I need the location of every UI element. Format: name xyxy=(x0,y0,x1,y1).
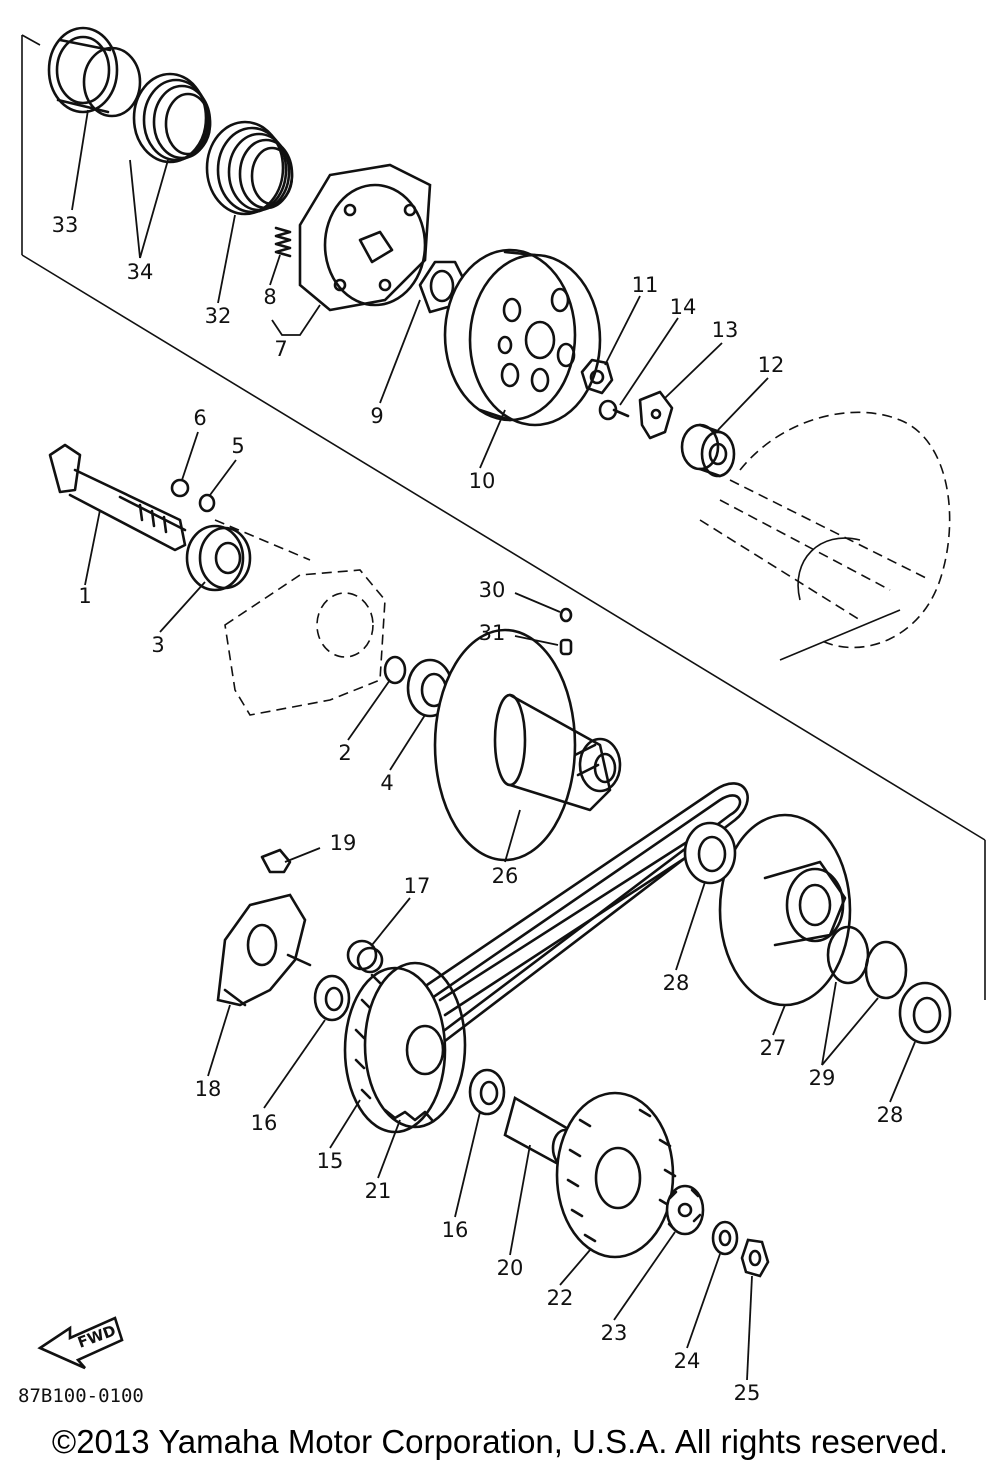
callout-17: 17 xyxy=(404,874,431,898)
callout-34: 34 xyxy=(127,260,154,284)
exploded-parts-diagram: FWD xyxy=(18,26,986,1407)
part-3-bearing xyxy=(185,524,252,592)
callout-6: 6 xyxy=(193,406,206,430)
part-8-small-spring xyxy=(274,226,292,258)
part-30-small-ball xyxy=(559,607,573,623)
part-12-collar xyxy=(680,423,736,478)
part-13-plate xyxy=(638,390,674,440)
callout-5: 5 xyxy=(231,434,244,458)
callout-numbers: 1234567891011121314151616171819202122232… xyxy=(52,213,904,1405)
part-17-weight-roller xyxy=(346,939,384,974)
callout-20: 20 xyxy=(497,1256,524,1280)
callout-2: 2 xyxy=(338,741,351,765)
part-32-spring xyxy=(205,120,294,216)
callout-29: 29 xyxy=(809,1066,836,1090)
part-28-oil-seal-lower xyxy=(898,981,952,1045)
callout-13: 13 xyxy=(712,318,739,342)
part-34-springs xyxy=(132,72,212,164)
part-31-small-pin xyxy=(559,638,573,656)
part-25-nut xyxy=(740,1238,770,1278)
callout-23: 23 xyxy=(601,1321,628,1345)
callout-30: 30 xyxy=(479,578,506,602)
callout-28a: 28 xyxy=(663,971,690,995)
part-29-o-rings xyxy=(826,925,908,1000)
part-2-circlip xyxy=(383,655,407,685)
cover-outline xyxy=(214,519,386,716)
part-1-drive-shaft xyxy=(48,443,187,552)
callout-22: 22 xyxy=(547,1286,574,1310)
frame-lines xyxy=(21,34,986,1000)
callout-9: 9 xyxy=(370,404,383,428)
part-27-secondary-sheave xyxy=(718,813,852,1007)
callout-25: 25 xyxy=(734,1381,761,1405)
callout-32: 32 xyxy=(205,304,232,328)
callout-16a: 16 xyxy=(251,1111,278,1135)
part-24-washer xyxy=(711,1220,739,1256)
callout-11: 11 xyxy=(632,273,659,297)
part-10-clutch-housing xyxy=(443,248,602,427)
part-16-bushing-lower xyxy=(468,1068,506,1116)
callout-10: 10 xyxy=(469,469,496,493)
callout-8: 8 xyxy=(263,285,276,309)
fwd-arrow-icon: FWD xyxy=(37,1316,124,1370)
callout-18: 18 xyxy=(195,1077,222,1101)
callout-7: 7 xyxy=(274,337,287,361)
callout-21: 21 xyxy=(365,1179,392,1203)
diagram-code: 87B100-0100 xyxy=(18,1385,144,1407)
callout-3: 3 xyxy=(151,633,164,657)
callout-19: 19 xyxy=(330,831,357,855)
callout-14: 14 xyxy=(670,295,697,319)
part-7-clutch-carrier xyxy=(298,163,432,312)
callout-27: 27 xyxy=(760,1036,787,1060)
crankcase-outline xyxy=(699,411,951,661)
callout-33: 33 xyxy=(52,213,79,237)
part-11-nut xyxy=(580,358,614,395)
callout-31: 31 xyxy=(479,621,506,645)
callout-28b: 28 xyxy=(877,1103,904,1127)
part-28-oil-seal-upper xyxy=(683,821,737,885)
part-14-bolt xyxy=(598,399,630,421)
copyright-notice: ©2013 Yamaha Motor Corporation, U.S.A. A… xyxy=(51,1423,949,1460)
part-15-movable-sheave xyxy=(343,961,467,1134)
callout-12: 12 xyxy=(758,353,785,377)
part-33-sleeve xyxy=(47,26,142,118)
leader-lines xyxy=(71,109,916,1381)
part-6-bolt xyxy=(170,478,190,498)
callout-15: 15 xyxy=(317,1149,344,1173)
v-belt xyxy=(388,782,749,1062)
callout-1: 1 xyxy=(78,584,91,608)
callout-26: 26 xyxy=(492,864,519,888)
part-19-slider xyxy=(260,848,292,874)
callout-16b: 16 xyxy=(442,1218,469,1242)
part-21-roller-ring xyxy=(383,1108,434,1122)
part-26-primary-sheave xyxy=(433,628,622,862)
part-16-bushing-upper xyxy=(313,974,351,1022)
callout-24: 24 xyxy=(674,1349,701,1373)
part-23-ratchet-plate xyxy=(665,1184,705,1236)
callout-4: 4 xyxy=(380,771,393,795)
part-22-fan-pulley xyxy=(555,1091,677,1259)
part-18-cam xyxy=(216,893,312,1007)
part-5-washer xyxy=(198,493,216,513)
